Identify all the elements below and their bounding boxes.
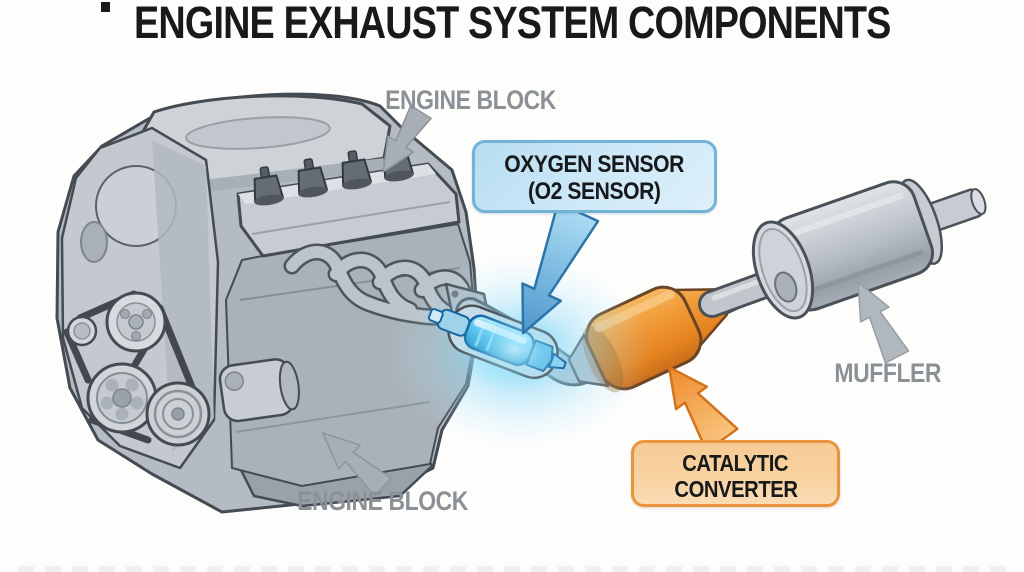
corner-crop-mark (101, 2, 110, 12)
alternator (218, 358, 300, 423)
muffler-illustration (751, 178, 987, 320)
page-title-text: ENGINE EXHAUST SYSTEM COMPONENTS (133, 0, 891, 48)
oxygen-sensor-label-line2: (O2 SENSOR) (528, 178, 661, 205)
catalytic-converter-label-line2: CONVERTER (673, 476, 798, 502)
page-title: ENGINE EXHAUST SYSTEM COMPONENTS (0, 0, 1024, 45)
tailpipe-end (970, 188, 987, 216)
sensor-connector-tip (427, 308, 444, 324)
catalytic-converter-label-line1: CATALYTIC (682, 450, 789, 476)
cam-pulley (105, 291, 167, 353)
timing-cover-band (152, 140, 214, 452)
catalytic-converter-arrow (667, 365, 739, 453)
oxygen-sensor-callout: OXYGEN SENSOR (O2 SENSOR) (472, 140, 717, 213)
oxygen-sensor-label-line1: OXYGEN SENSOR (504, 151, 685, 178)
muffler-shadow-line (803, 249, 924, 296)
muffler-label: MUFFLER (834, 358, 942, 388)
idler-pulley (66, 315, 98, 347)
engine-block-top-arrow (382, 104, 432, 173)
cropped-bottom-text-artifact (18, 566, 1006, 572)
valve-cover-seam (251, 201, 451, 235)
ignition-coil (297, 158, 329, 198)
accessory-pulley (145, 381, 211, 447)
ignition-coils (253, 142, 415, 206)
oxygen-sensor-arrow (521, 201, 600, 335)
sensor-glow-inner (454, 308, 574, 392)
muffler-inlet (774, 271, 798, 303)
ignition-coil (253, 166, 285, 206)
engine-panel-line (235, 401, 431, 433)
engine-block-bottom-arrow (321, 432, 392, 497)
engine-block-top-label: ENGINE BLOCK (385, 85, 557, 115)
muffler-highlight (783, 192, 904, 240)
catalytic-converter-callout: CATALYTIC CONVERTER (631, 440, 840, 507)
muffler-arrow (857, 281, 910, 364)
front-oval-detail (80, 221, 108, 263)
ignition-coil (341, 150, 373, 190)
crank-pulley (86, 362, 158, 434)
engine-block-lower (225, 223, 477, 487)
plenum-oval-detail (185, 116, 331, 150)
engine-block-bottom-label: ENGINE BLOCK (297, 486, 468, 516)
